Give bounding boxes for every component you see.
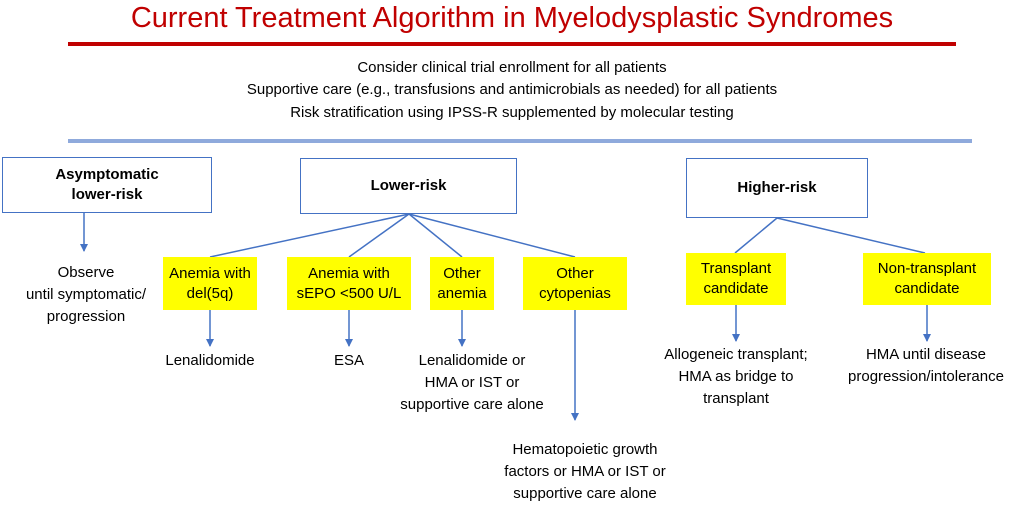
box-higher-risk: Higher-risk — [686, 158, 868, 218]
box-anemia-sepo: Anemia with sEPO <500 U/L — [287, 257, 411, 310]
outcome-observe: Observe until symptomatic/ progression — [25, 264, 147, 325]
intro-line-risk-stratification: Risk stratification using IPSS-R supplem… — [290, 104, 734, 121]
page-title: Current Treatment Algorithm in Myelodysp… — [130, 2, 894, 34]
connector-lowerrisk-to-other-anemia — [408, 213, 463, 258]
intro-line-supportive-care: Supportive care (e.g., transfusions and … — [246, 81, 778, 98]
outcome-transplant: Allogeneic transplant; HMA as bridge to … — [664, 346, 808, 407]
box-asymptomatic-lower-risk: Asymptomatic lower-risk — [2, 157, 212, 213]
box-anemia-del5q: Anemia with del(5q) — [163, 257, 257, 310]
box-non-transplant-candidate: Non-transplant candidate — [863, 253, 991, 305]
outcome-other-cytopenias: Hematopoietic growth factors or HMA or I… — [504, 441, 666, 502]
box-other-cytopenias: Other cytopenias — [523, 257, 627, 310]
intro-divider — [68, 139, 972, 143]
intro-line-trial: Consider clinical trial enrollment for a… — [357, 59, 667, 76]
outcome-non-transplant: HMA until disease progression/intoleranc… — [848, 346, 1004, 385]
outcome-other-anemia: Lenalidomide or HMA or IST or supportive… — [400, 352, 544, 413]
box-other-anemia: Other anemia — [430, 257, 494, 310]
connector-higherrisk-to-nontransplant — [776, 217, 926, 254]
title-divider — [68, 42, 956, 46]
box-transplant-candidate: Transplant candidate — [686, 253, 786, 305]
box-lower-risk: Lower-risk — [300, 158, 517, 214]
outcome-lenalidomide: Lenalidomide — [165, 352, 255, 369]
outcome-esa: ESA — [333, 352, 364, 369]
connector-lowerrisk-to-del5q — [209, 213, 410, 258]
connector-lowerrisk-to-other-cytopenias — [408, 213, 576, 258]
connector-higherrisk-to-transplant — [734, 217, 778, 254]
connector-lowerrisk-to-sepo — [348, 213, 410, 258]
